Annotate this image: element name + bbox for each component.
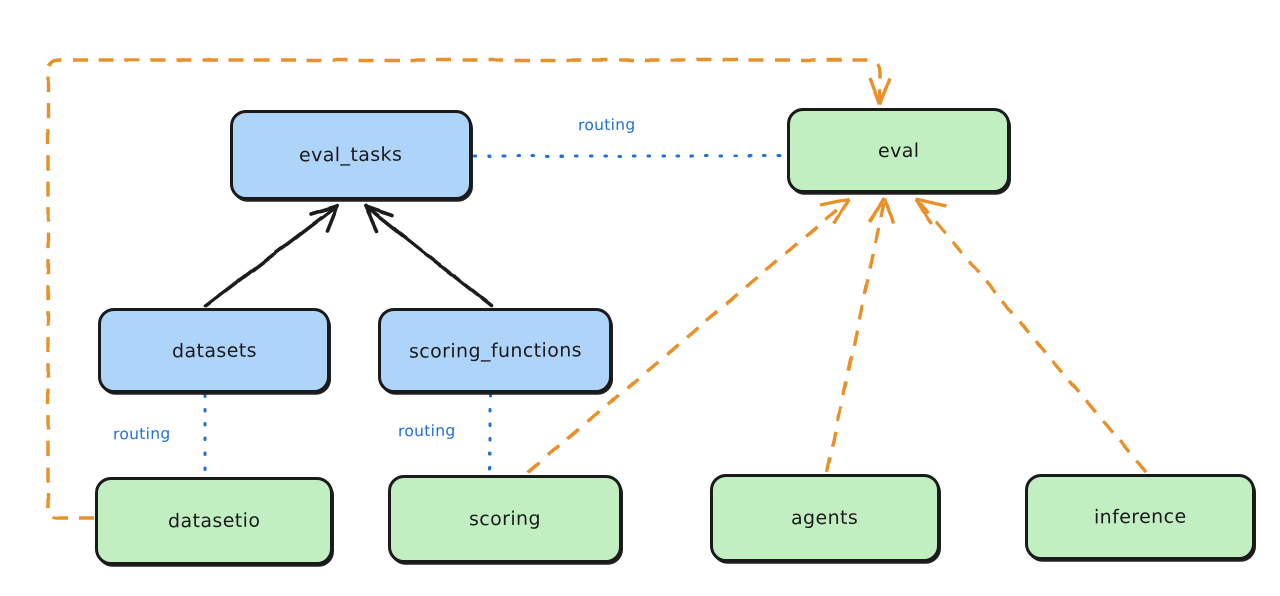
- edge-label-routing-scoring-functions-scoring: routing: [398, 421, 456, 441]
- node-label: scoring: [469, 507, 541, 531]
- node-label: inference: [1093, 505, 1187, 529]
- node-label: datasetio: [167, 509, 261, 533]
- node-scoring-functions[interactable]: scoring_functions: [378, 308, 612, 393]
- node-label: eval_tasks: [299, 143, 403, 167]
- edge-datasets-to-eval_tasks: [204, 204, 339, 308]
- node-agents[interactable]: agents: [710, 474, 940, 562]
- node-inference[interactable]: inference: [1025, 474, 1255, 560]
- node-label: agents: [791, 506, 859, 530]
- node-label: eval: [877, 139, 920, 162]
- node-datasetio[interactable]: datasetio: [95, 477, 333, 565]
- node-label: scoring_functions: [408, 338, 582, 363]
- node-eval[interactable]: eval: [787, 108, 1010, 193]
- edge-agents-to-eval: [825, 197, 895, 473]
- node-datasets[interactable]: datasets: [98, 308, 330, 393]
- node-label: datasets: [171, 339, 257, 362]
- node-eval-tasks[interactable]: eval_tasks: [230, 110, 472, 200]
- node-scoring[interactable]: scoring: [388, 475, 622, 563]
- edge-label-routing-eval-tasks-eval: routing: [578, 115, 636, 135]
- edge-label-routing-datasets-datasetio: routing: [113, 424, 171, 444]
- edge-scoring_functions-to-eval_tasks: [364, 204, 494, 308]
- edge-inference-to-eval: [914, 197, 1148, 474]
